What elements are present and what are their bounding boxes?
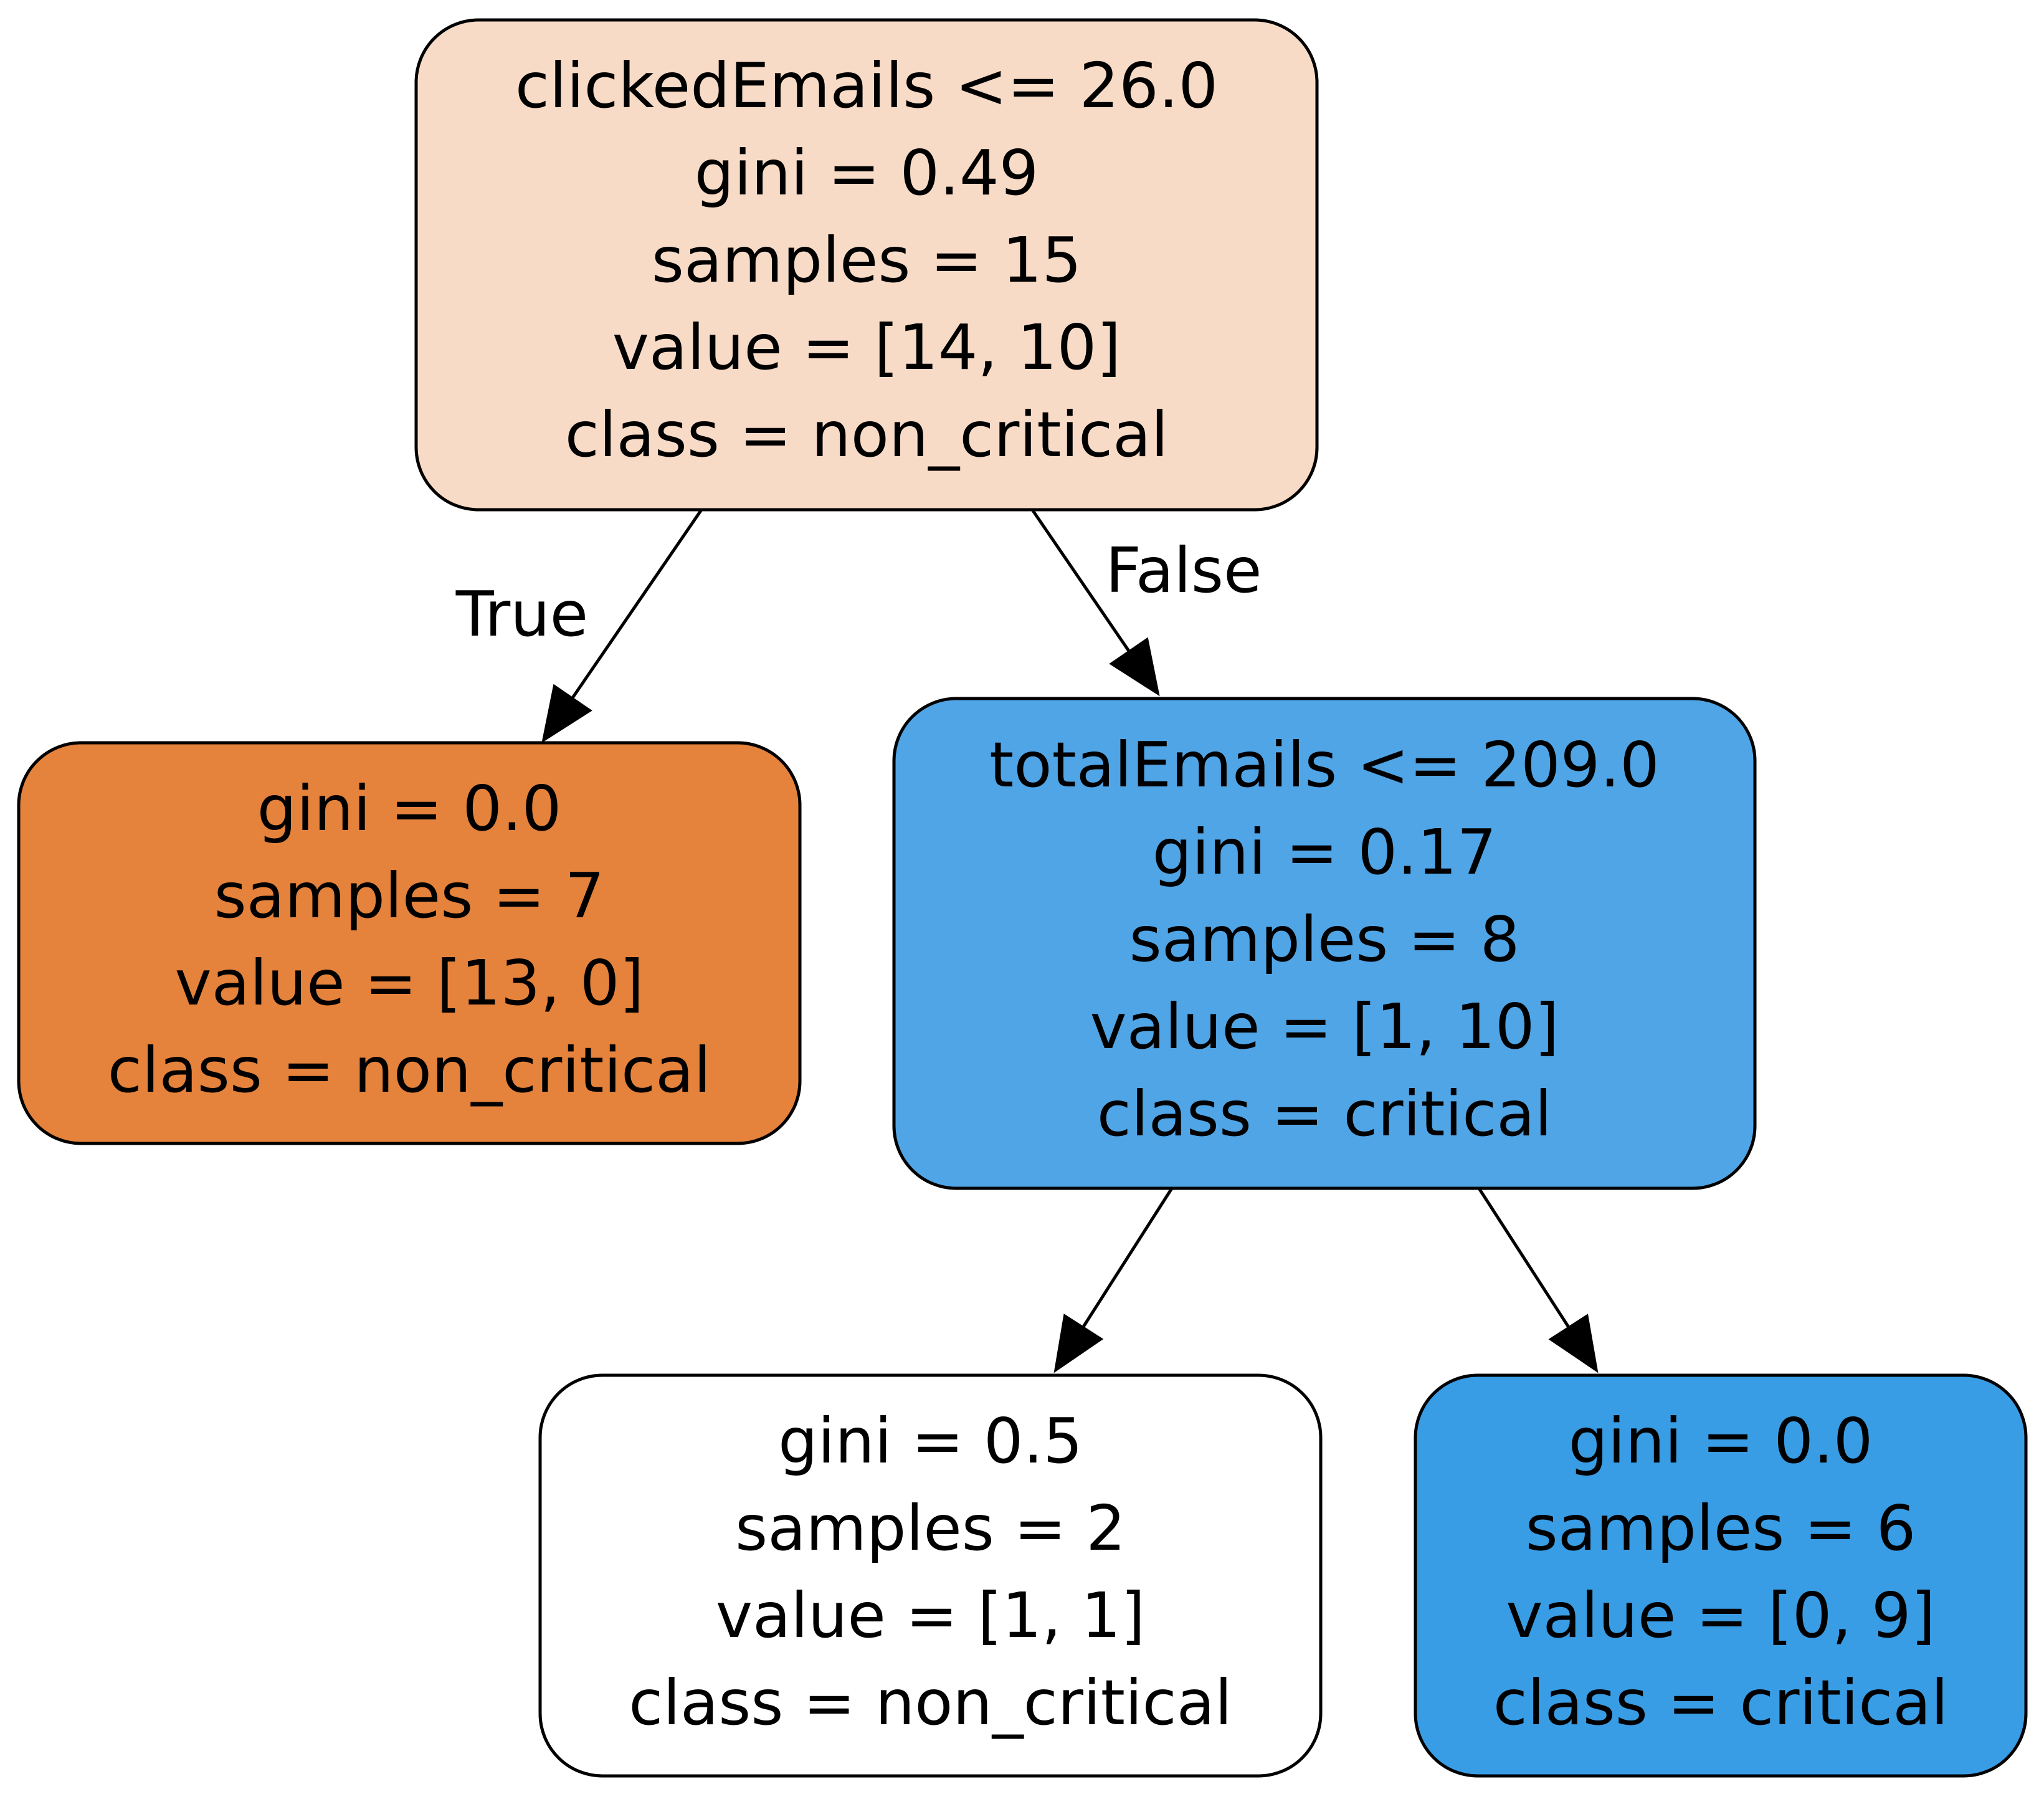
node-text-line: gini = 0.0 (257, 772, 562, 845)
tree-node-bottom-left-leaf: gini = 0.5 samples = 2 value = [1, 1] class… (538, 1373, 1323, 1778)
node-text-line: samples = 7 (214, 859, 605, 932)
node-text-line: value = [13, 0] (175, 947, 644, 1019)
node-text-line: gini = 0.5 (778, 1405, 1083, 1477)
edge-right-split-to-bottom-right-leaf (1477, 1187, 1599, 1373)
edge-line (1081, 1187, 1174, 1329)
edge-line (571, 508, 703, 700)
node-text-line: class = non_critical (108, 1034, 711, 1107)
node-text-line: gini = 0.17 (1153, 816, 1496, 889)
node-text-line: class = non_critical (565, 398, 1168, 471)
node-text-line: class = non_critical (629, 1666, 1232, 1739)
edges: True False (455, 508, 1599, 1373)
node-text-line: value = [1, 10] (1090, 990, 1559, 1063)
node-box (892, 697, 1757, 1190)
node-box (538, 1373, 1323, 1778)
node-text-line: value = [1, 1] (716, 1579, 1145, 1652)
edge-root-to-left-leaf: True (455, 508, 703, 743)
arrowhead-icon (1548, 1314, 1599, 1373)
arrowhead-icon (1109, 637, 1160, 697)
node-text-line: samples = 6 (1526, 1492, 1916, 1565)
node-box (414, 18, 1319, 512)
edge-line (1030, 508, 1131, 653)
node-box (17, 741, 802, 1145)
arrowhead-icon (541, 684, 592, 743)
node-text-line: samples = 2 (735, 1492, 1126, 1565)
node-text-line: gini = 0.0 (1569, 1405, 1873, 1477)
edge-root-to-right-split: False (1030, 508, 1262, 697)
edge-right-split-to-bottom-left-leaf (1053, 1187, 1174, 1373)
node-text-line: value = [0, 9] (1506, 1579, 1935, 1652)
nodes: clickedEmails <= 26.0 gini = 0.49 samples … (17, 18, 2028, 1778)
edge-label-true: True (455, 578, 588, 651)
tree-node-root: clickedEmails <= 26.0 gini = 0.49 samples … (414, 18, 1319, 512)
node-text-line: class = critical (1097, 1077, 1552, 1150)
node-box (1414, 1373, 2028, 1778)
node-text-line: value = [14, 10] (612, 311, 1121, 384)
node-text-line: totalEmails <= 209.0 (989, 728, 1660, 801)
edge-label-false: False (1105, 534, 1262, 607)
tree-node-right-split: totalEmails <= 209.0 gini = 0.17 samples =… (892, 697, 1757, 1190)
node-text-line: samples = 15 (652, 224, 1081, 297)
node-text-line: gini = 0.49 (695, 136, 1039, 209)
edge-line (1477, 1187, 1571, 1329)
arrowhead-icon (1053, 1314, 1104, 1373)
node-text-line: clickedEmails <= 26.0 (515, 49, 1218, 122)
tree-node-bottom-right-leaf: gini = 0.0 samples = 6 value = [0, 9] class… (1414, 1373, 2028, 1778)
node-text-line: samples = 8 (1129, 903, 1520, 976)
node-text-line: class = critical (1493, 1666, 1949, 1739)
tree-node-left-leaf: gini = 0.0 samples = 7 value = [13, 0] clas… (17, 741, 802, 1145)
